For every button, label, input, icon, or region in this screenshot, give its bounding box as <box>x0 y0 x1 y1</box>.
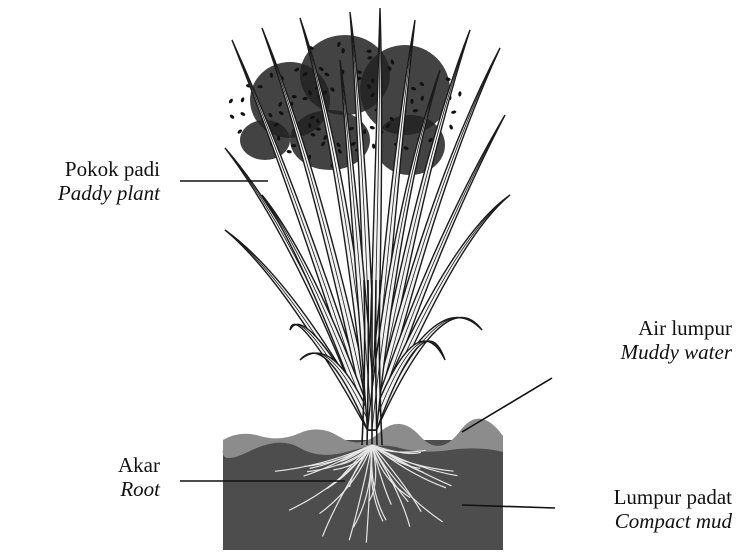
rice-grain <box>240 97 245 103</box>
label-root-malay: Akar <box>0 453 160 477</box>
label-paddy-plant-english: Paddy plant <box>0 181 160 205</box>
rice-grain <box>240 111 246 116</box>
rice-grain <box>369 125 375 130</box>
rice-grain <box>228 98 234 104</box>
leader-line-muddy-water <box>462 378 552 432</box>
label-muddy-water-malay: Air lumpur <box>621 316 732 340</box>
label-root-english: Root <box>0 477 160 501</box>
label-muddy-water-english: Muddy water <box>621 340 732 364</box>
label-paddy-plant-malay: Pokok padi <box>0 157 160 181</box>
rice-grain <box>451 110 457 114</box>
label-muddy-water: Air lumpur Muddy water <box>621 316 732 364</box>
label-compact-mud: Lumpur padat Compact mud <box>614 485 732 533</box>
label-compact-mud-malay: Lumpur padat <box>614 485 732 509</box>
label-paddy-plant: Pokok padi Paddy plant <box>0 157 160 205</box>
rice-grain <box>229 114 235 120</box>
rice-grain <box>449 124 454 130</box>
label-root: Akar Root <box>0 453 160 501</box>
rice-grain <box>286 150 292 154</box>
label-compact-mud-english: Compact mud <box>614 509 732 533</box>
rice-grain <box>458 91 462 97</box>
